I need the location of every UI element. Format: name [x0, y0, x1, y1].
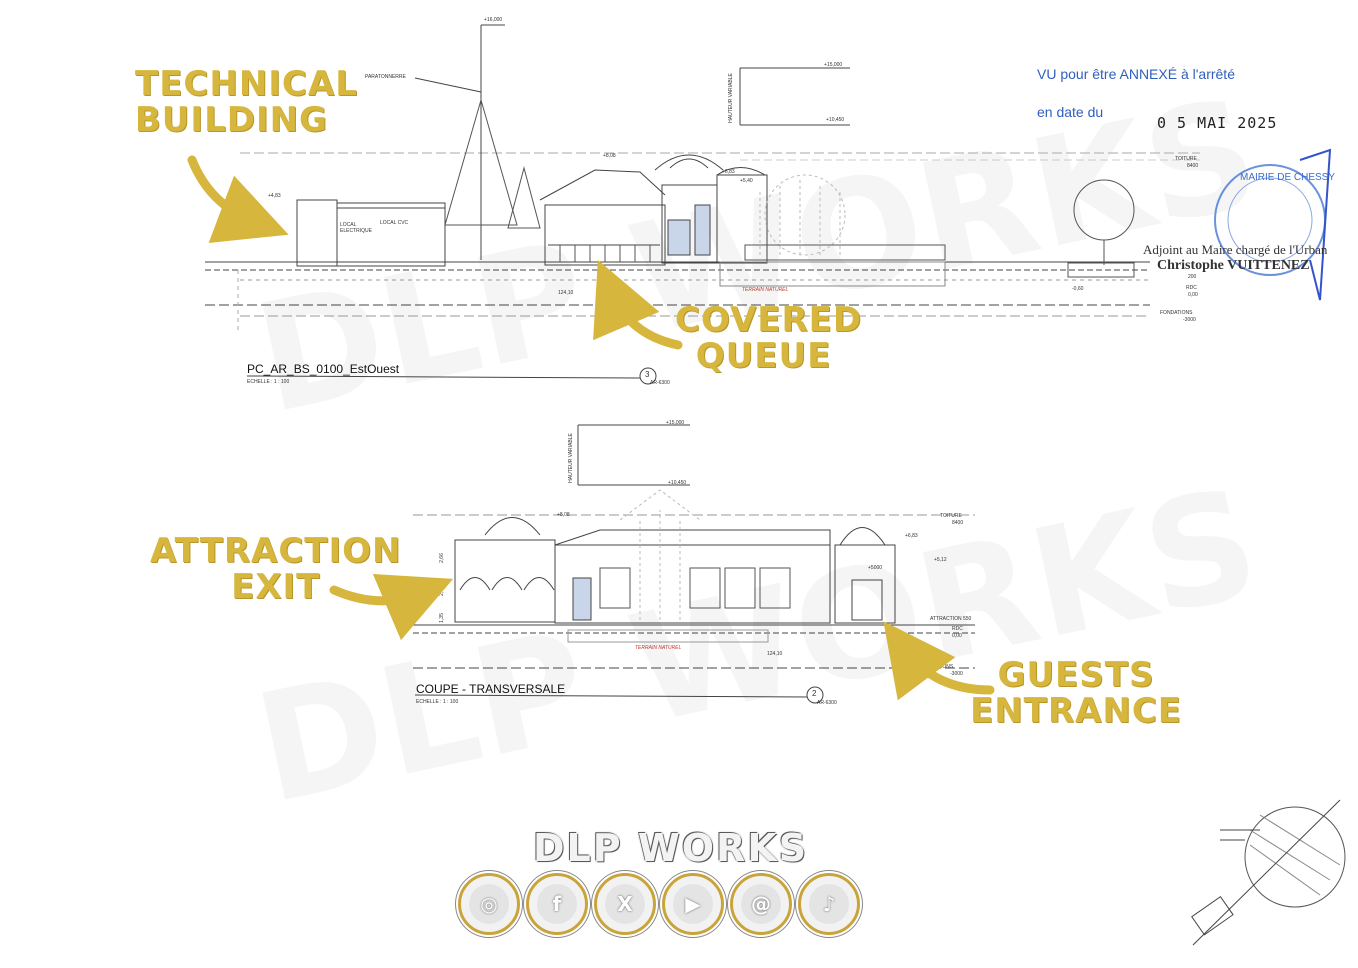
- level-toiture-val: 8400: [1187, 163, 1199, 169]
- section-level-808: +8,08: [557, 512, 570, 518]
- section-level-512: +5,12: [934, 557, 947, 563]
- annotation-technical-building-line1: TECHNICAL: [135, 64, 358, 104]
- label-terrain-naturel: TERRAIN NATUREL: [742, 287, 789, 293]
- social-x[interactable]: X: [594, 873, 656, 935]
- social-threads[interactable]: @: [730, 873, 792, 935]
- tiktok-icon: ♪: [809, 884, 849, 924]
- social-instagram[interactable]: ◎: [458, 873, 520, 935]
- level-12410: 124,10: [558, 290, 574, 296]
- annotation-covered-queue: COVERED QUEUE: [675, 300, 863, 374]
- stamp-seal-text: MAIRIE DE CHESSY: [1240, 172, 1336, 183]
- elevation-title: PC_AR_BS_0100_EstOuest: [247, 362, 400, 376]
- instagram-icon: ◎: [469, 884, 509, 924]
- level-toiture: TOITURE: [1175, 156, 1197, 162]
- level-808: +8,08: [603, 153, 616, 159]
- label-local-cvc: LOCAL CVC: [380, 220, 409, 226]
- annotation-technical-building: TECHNICAL BUILDING: [135, 64, 358, 138]
- dlp-works-logo: DLP WORKS: [533, 826, 809, 870]
- section-label-terrain-naturel: TERRAIN NATUREL: [635, 645, 682, 651]
- section-dim-3: 1,35: [438, 613, 445, 623]
- level-top: +16,000: [484, 17, 503, 23]
- elevation-scale: ECHELLE : 1 : 100: [247, 379, 290, 385]
- level-683: +6,83: [722, 169, 735, 175]
- social-tiktok[interactable]: ♪: [798, 873, 860, 935]
- annotation-guests-entrance-line1: GUESTS: [997, 655, 1155, 695]
- section-level-15: +15,000: [666, 420, 685, 426]
- stamp-signer-name: Christophe VUITTENEZ: [1157, 258, 1310, 273]
- annotation-technical-building-line2: BUILDING: [134, 99, 328, 140]
- x-icon: X: [605, 884, 645, 924]
- youtube-icon: ▶: [673, 884, 713, 924]
- annotation-attraction-exit: ATTRACTION EXIT: [150, 531, 402, 607]
- elevation-ref-sheet: AR-6300: [650, 380, 670, 386]
- section-level-rdc: RDC: [952, 626, 963, 632]
- stamp-line-1: VU pour être ANNEXÉ à l'arrêté: [1037, 66, 1235, 82]
- section-title: COUPE - TRANSVERSALE: [416, 682, 566, 696]
- stamp-signer-role: Adjoint au Maire chargé de l'Urban: [1143, 242, 1328, 257]
- social-youtube[interactable]: ▶: [662, 873, 724, 935]
- label-paratonnerre: PARATONNERRE: [365, 74, 406, 80]
- facebook-icon: f: [537, 884, 577, 924]
- section-scale: ECHELLE : 1 : 100: [416, 699, 459, 705]
- annotation-guests-entrance-line2: ENTRANCE: [970, 690, 1182, 731]
- section-level-fondations: ATIONS: [935, 664, 954, 670]
- section-level-fond-val: -3000: [950, 671, 963, 677]
- annotation-attraction-exit-line1: ATTRACTION: [150, 531, 402, 571]
- label-hauteur-variable: HAUTEUR VARIABLE: [727, 73, 734, 123]
- annotation-attraction-exit-line2: EXIT: [231, 566, 321, 607]
- section-label-hauteur-variable: HAUTEUR VARIABLE: [567, 433, 574, 483]
- annotation-covered-queue-line1: COVERED: [675, 300, 863, 340]
- level-540: +5,40: [740, 178, 753, 184]
- stamp-line-2: en date du: [1037, 104, 1104, 120]
- section-level-12410: 124,10: [767, 651, 783, 657]
- level-rdc-val: 0,00: [1188, 292, 1198, 298]
- section-level-toiture: TOITURE: [940, 513, 962, 519]
- section-dim-2: 2,49: [438, 586, 445, 596]
- social-facebook[interactable]: f: [526, 873, 588, 935]
- section-level-attraction: ATTRACTION 550: [930, 616, 972, 622]
- elevation-ref-number: 3: [645, 370, 650, 379]
- level-fondations: FONDATIONS: [1160, 310, 1193, 316]
- section-level-toiture-val: 8400: [952, 520, 964, 526]
- section-level-5000: +5000: [868, 565, 883, 571]
- section-level-rdc-val: 0,00: [952, 633, 962, 639]
- level-fond-val: -3000: [1183, 317, 1196, 323]
- section-dim-1: 2,66: [438, 553, 445, 563]
- level-1045: +10,450: [826, 117, 845, 123]
- level-rdc: RDC: [1186, 285, 1197, 291]
- section-level-683: +6,83: [905, 533, 918, 539]
- section-ref-sheet: AR-6300: [817, 700, 837, 706]
- section-level-1045: +10,450: [668, 480, 687, 486]
- threads-icon: @: [741, 884, 781, 924]
- level-15: +15,000: [824, 62, 843, 68]
- label-local-electrique: LOCAL ELECTRIQUE: [340, 222, 372, 234]
- level-200: 200: [1188, 274, 1197, 280]
- level-483: +4,83: [268, 193, 281, 199]
- level-minus: -0,60: [1072, 286, 1084, 292]
- annotation-covered-queue-line2: QUEUE: [695, 335, 832, 376]
- stamp-date: 0 5 MAI 2025: [1157, 114, 1278, 132]
- annotation-guests-entrance: GUESTS ENTRANCE: [970, 655, 1182, 731]
- section-ref-number: 2: [812, 689, 817, 698]
